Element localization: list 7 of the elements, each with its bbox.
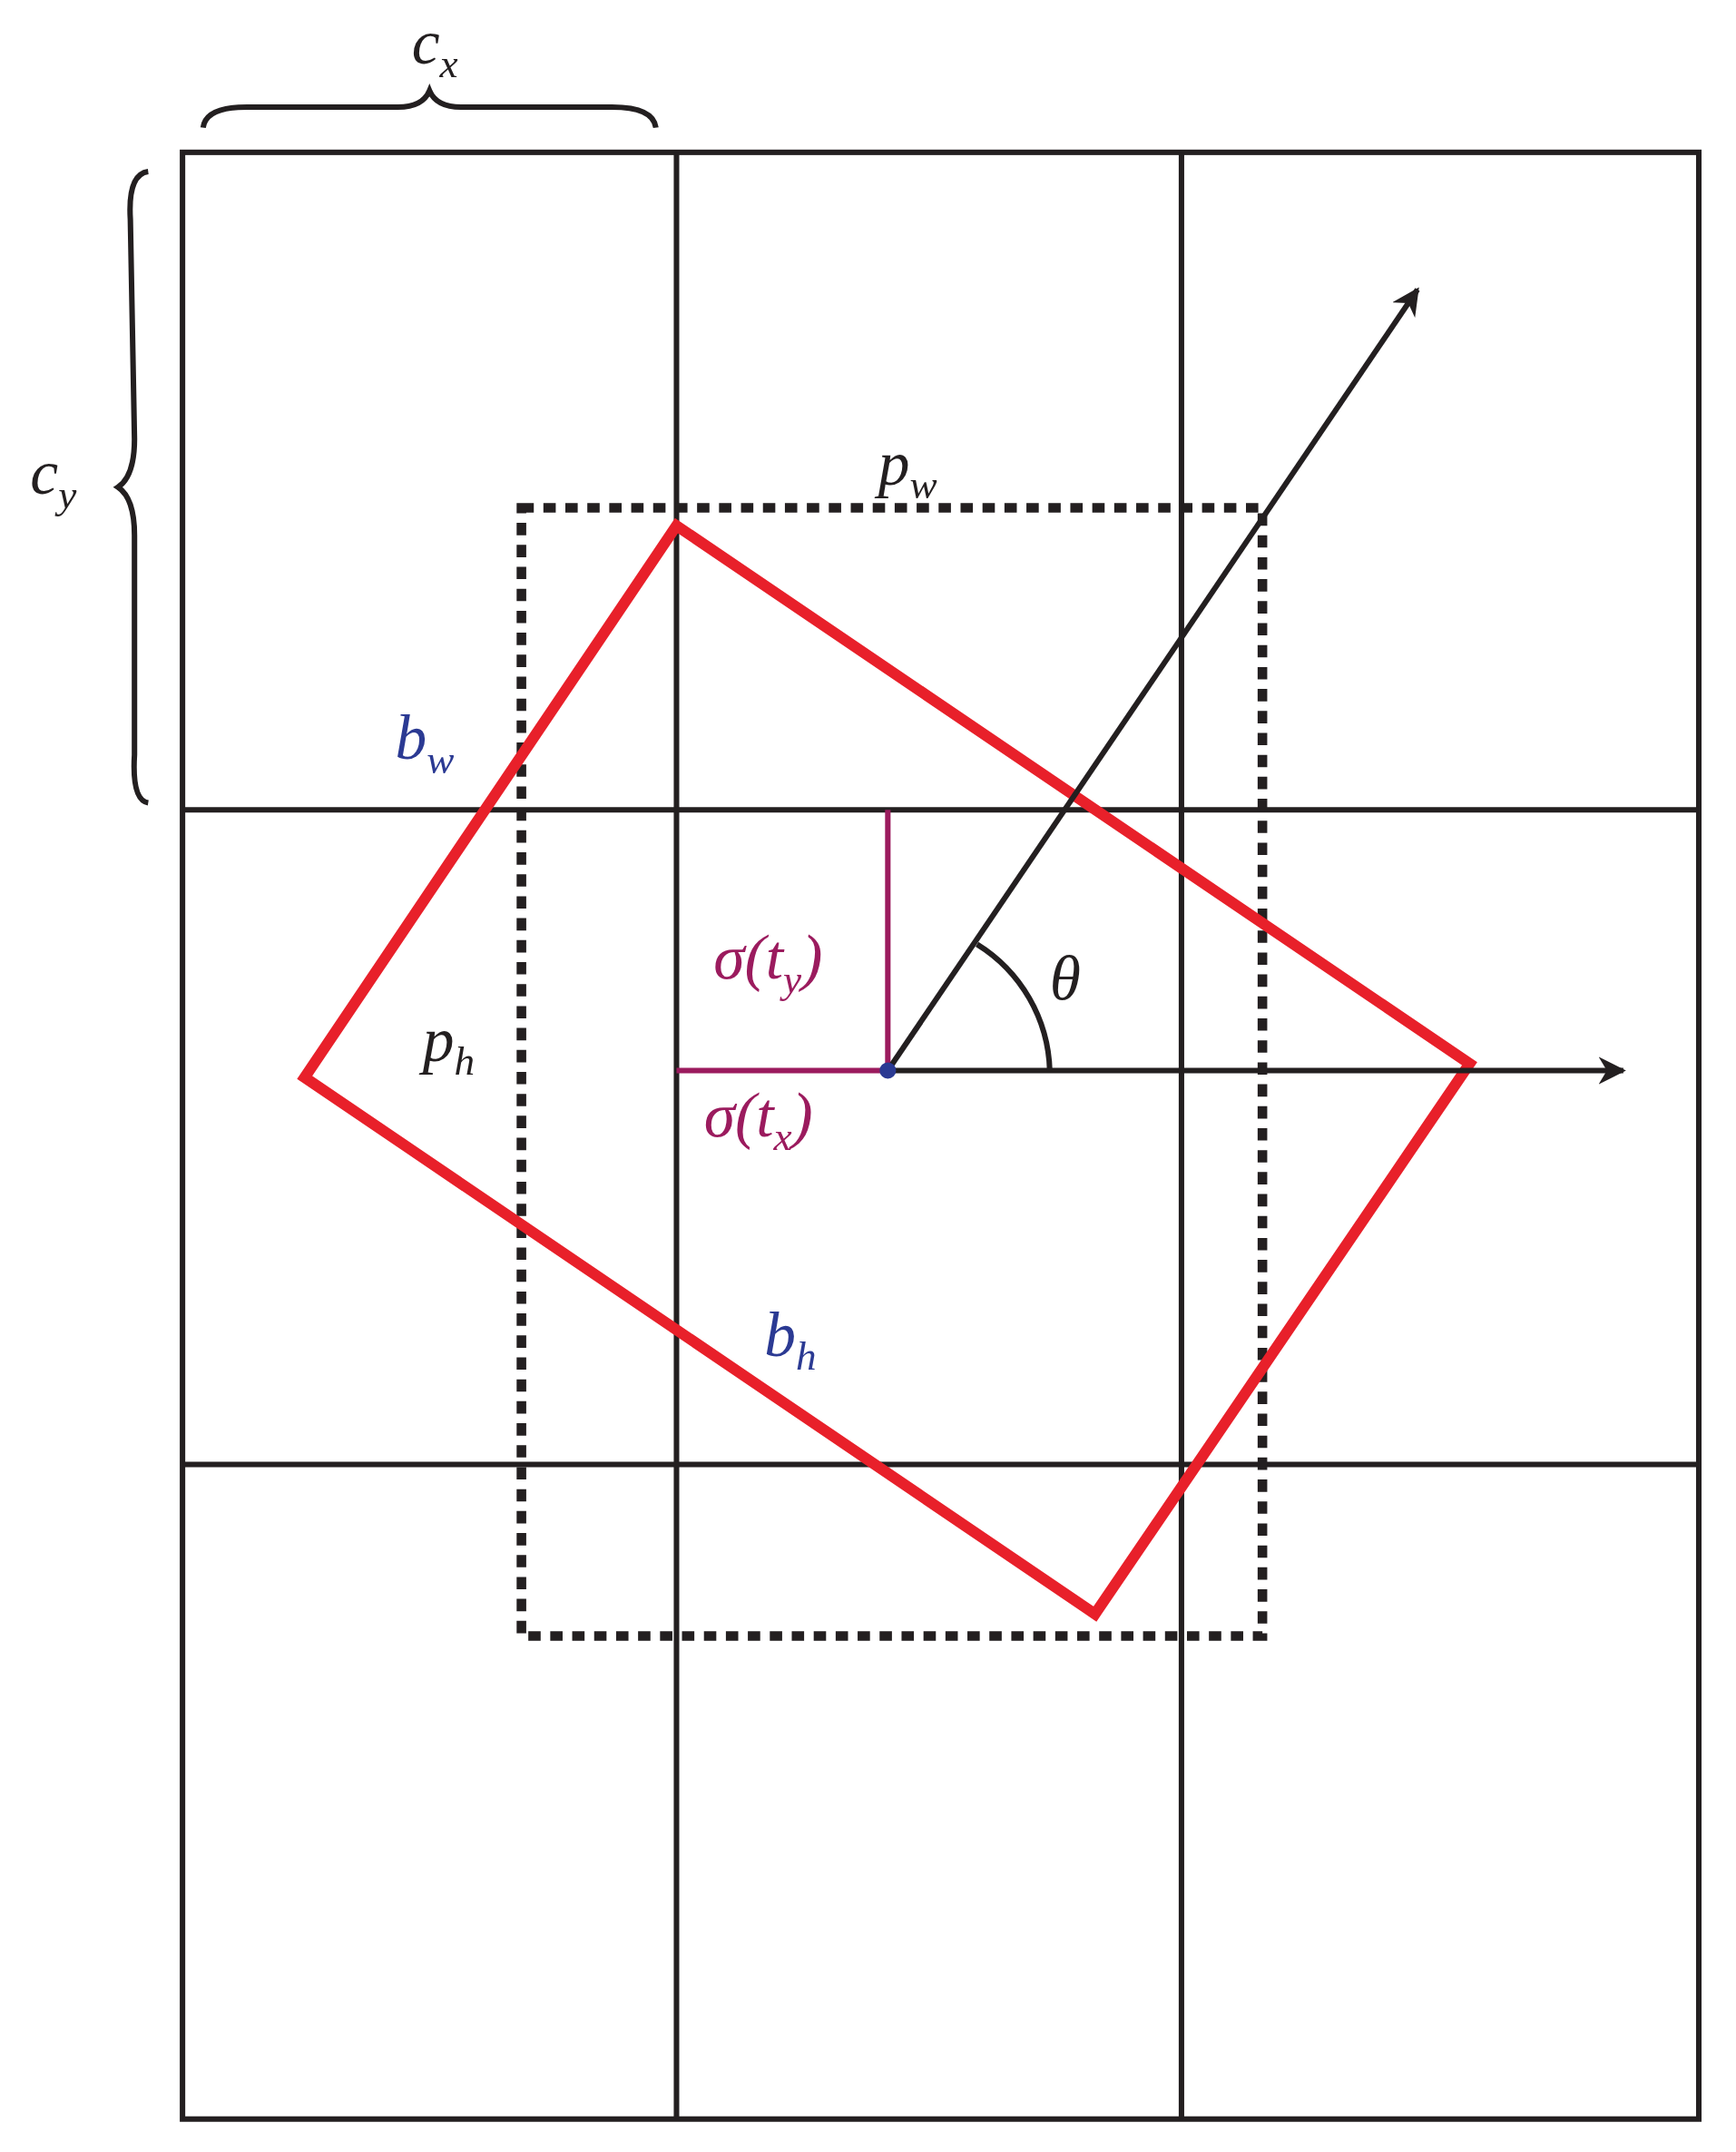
offset-label: σ(t$_{x}$)	[703, 1084, 813, 1157]
offset-label: σ(t$_{y}$)	[713, 926, 823, 999]
dimension-label: c$_{x}$	[411, 11, 458, 84]
dimension-label: c$_{y}$	[30, 441, 77, 516]
angle-label: θ	[1049, 947, 1081, 1010]
dimension-label: b$_{w}$	[395, 706, 455, 780]
dimension-label: b$_{h}$	[764, 1303, 817, 1377]
